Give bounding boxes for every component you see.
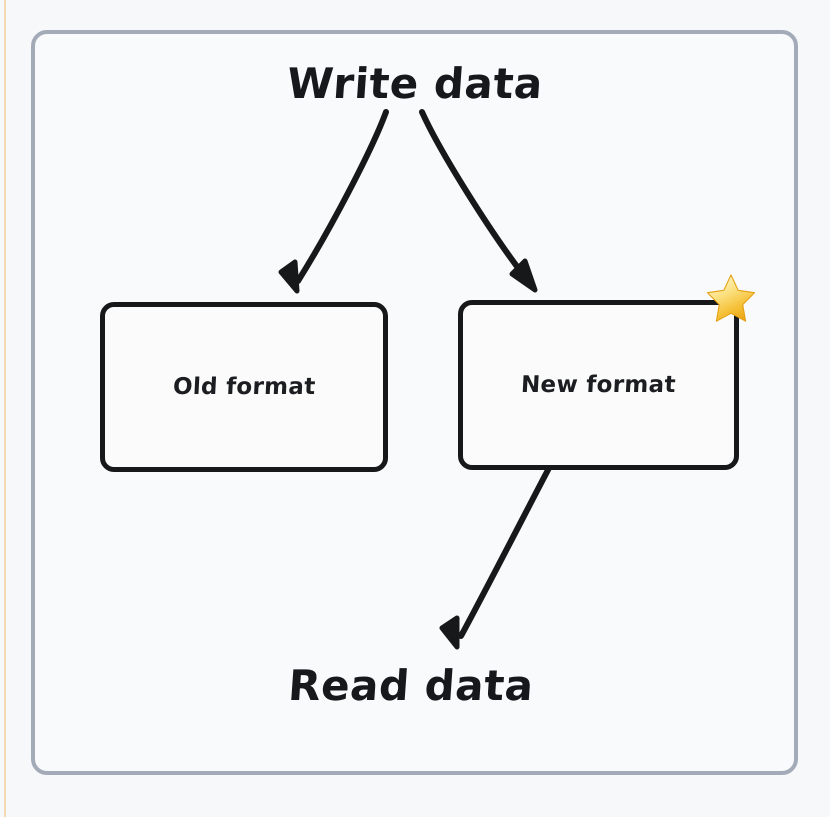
- label-read-data: Read data: [286, 661, 536, 710]
- arrow-write-to-old-format: [278, 109, 389, 294]
- node-new-format-label: New format: [520, 372, 677, 398]
- arrow-write-to-new-format: [419, 109, 538, 293]
- left-accent-strip: [4, 0, 6, 817]
- arrow-new-format-to-read: [439, 465, 552, 650]
- node-old-format[interactable]: Old format: [100, 302, 388, 472]
- label-write-data: Write data: [285, 59, 545, 108]
- node-old-format-label: Old format: [172, 374, 316, 400]
- node-new-format[interactable]: New format: [458, 300, 739, 470]
